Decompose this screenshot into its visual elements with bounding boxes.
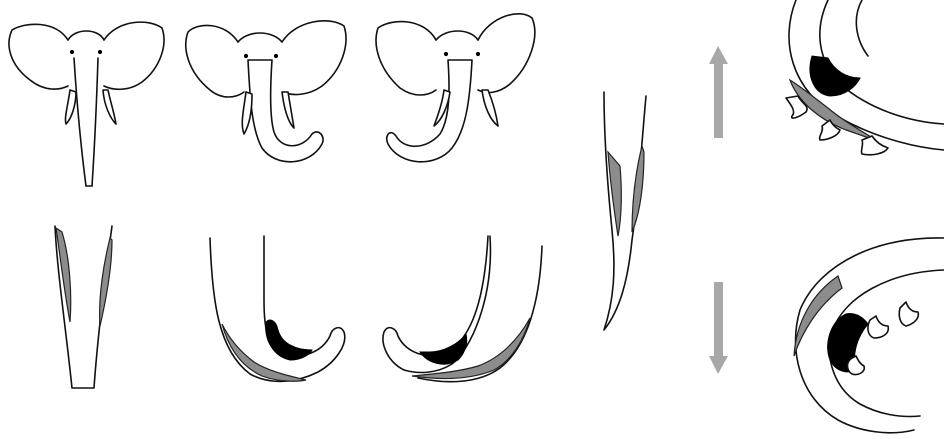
inner-curve-2 <box>856 0 868 56</box>
finger-3 <box>861 136 888 155</box>
closeup-upper <box>786 0 944 155</box>
elephant-head-curled-left <box>376 14 535 162</box>
elephant-head-curled-right <box>186 21 346 162</box>
arrow-down-head <box>709 356 728 374</box>
head-outline <box>238 33 282 42</box>
finger-2 <box>868 316 888 338</box>
right-gray-patch <box>100 238 112 326</box>
right-tusk <box>103 90 116 124</box>
left-gray-patch <box>608 152 621 236</box>
left-tusk <box>242 92 252 134</box>
inner-curve <box>820 0 944 124</box>
left-ear <box>9 24 68 89</box>
head-outline <box>68 31 104 40</box>
arrow-down <box>709 282 728 374</box>
right-eye <box>98 50 101 53</box>
trunk-outer <box>210 236 345 381</box>
black-patch <box>266 320 312 360</box>
trunk-outline <box>604 92 646 330</box>
left-ear <box>376 22 436 95</box>
right-eye <box>274 54 277 57</box>
left-eye <box>70 50 73 53</box>
right-eye <box>476 52 479 55</box>
right-ear <box>282 21 346 95</box>
right-gray-patch <box>632 146 644 232</box>
left-eye <box>244 54 247 57</box>
trunk-left-edge <box>74 58 86 186</box>
black-patch <box>420 334 467 364</box>
right-tusk <box>482 90 498 126</box>
elephant-head-straight <box>9 22 164 186</box>
left-eye <box>444 52 447 55</box>
arrow-up <box>709 46 728 138</box>
black-patch <box>810 56 860 96</box>
trunk-tip-side <box>604 92 646 330</box>
right-tusk <box>282 92 294 128</box>
trunk-tip-curled-right <box>210 236 345 381</box>
closeup-lower <box>794 238 944 433</box>
finger-1 <box>848 356 865 375</box>
left-tusk <box>65 90 76 124</box>
trunk-right-edge <box>92 58 98 186</box>
right-ear <box>478 14 535 93</box>
arrow-up-head <box>709 46 728 64</box>
head-outline <box>436 31 478 40</box>
trunk-curled <box>387 60 472 162</box>
finger-3 <box>899 302 918 326</box>
gray-band <box>412 318 530 378</box>
arrow-down-shaft <box>714 282 723 358</box>
right-ear <box>104 22 164 89</box>
trunk-tip-curled-left <box>383 236 542 382</box>
left-ear <box>186 25 244 97</box>
arrow-up-shaft <box>714 62 723 138</box>
trunk-tip-straight <box>55 226 112 388</box>
